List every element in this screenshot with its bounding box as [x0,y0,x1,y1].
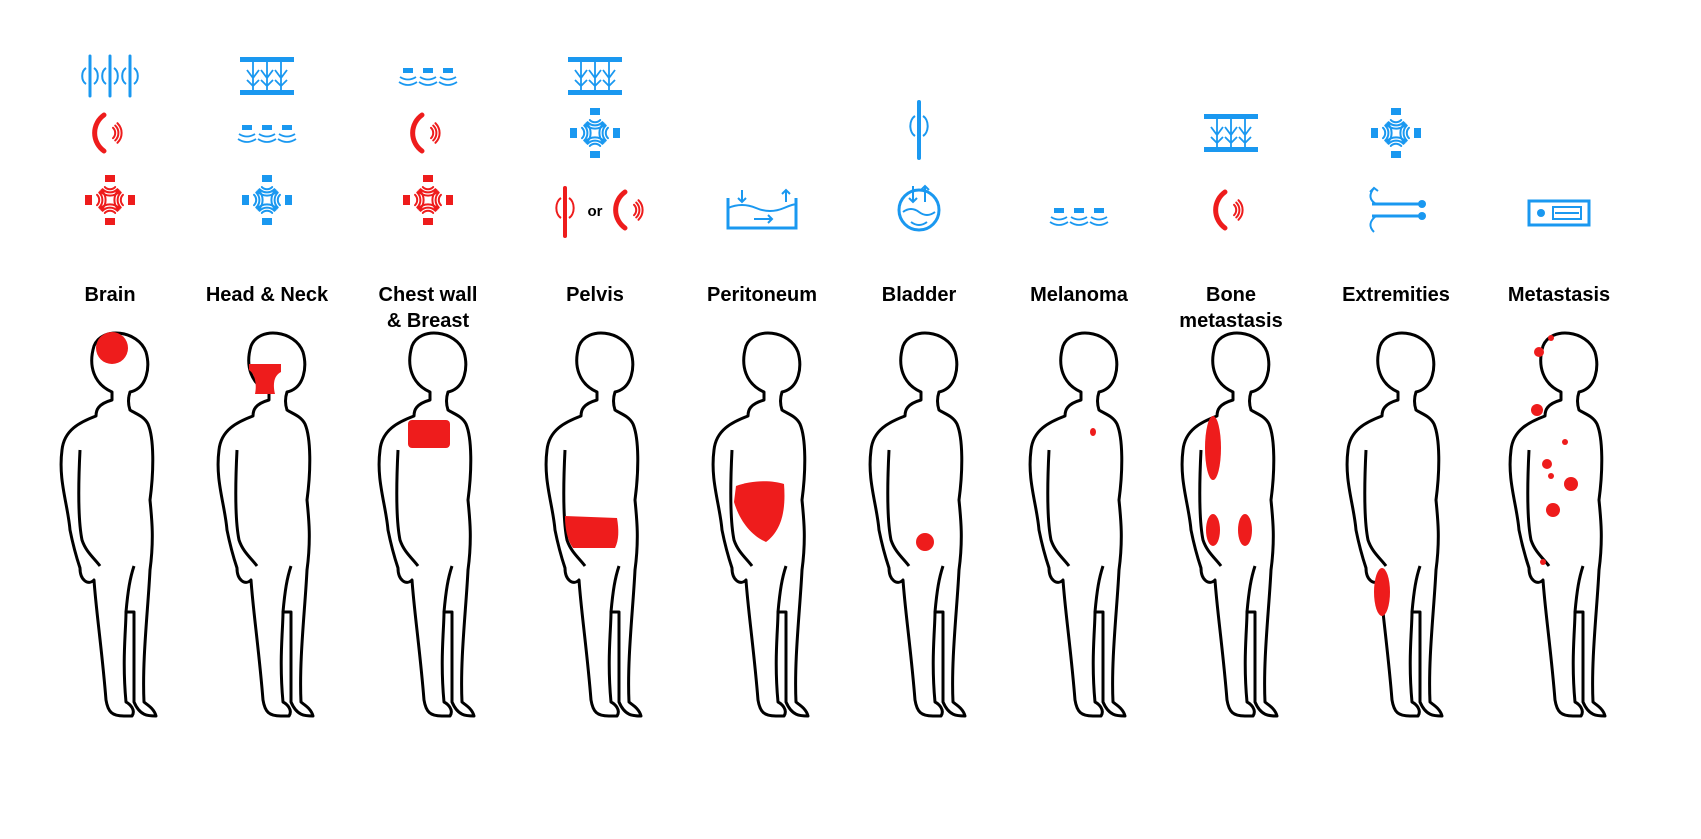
body-outline [377,331,476,718]
arm-line [1526,449,1551,567]
or-connector-text: or [588,203,603,220]
target-chest [408,420,450,448]
spiral-applicator-icon [81,54,139,98]
target-abdomen [734,481,785,542]
body-outline [1028,331,1127,718]
arm-line [1046,449,1071,567]
arm-line [562,449,587,567]
arm-line [886,449,911,567]
target-whole-body [1531,335,1578,565]
superficial-applicators-icon [1049,208,1109,226]
phased-array-icon [242,175,292,225]
leg-gap-line [609,565,621,613]
body-outline [1180,331,1279,718]
leg-gap-line [124,565,136,613]
interstitial-antenna-icon [555,186,575,238]
interstitial-or-antenna-icon: or [555,186,644,238]
label-bladder: Bladder [881,284,957,306]
label-metastasis: Metastasis [1507,284,1611,306]
body-outline [216,331,315,718]
leg-gap-line [1410,565,1422,613]
leg-gap-line [281,565,293,613]
microwave-antenna-icon [1213,189,1244,231]
body-figure-metastasis [1508,331,1607,718]
body-figure-pelvis [544,331,643,718]
recirculation-pump-icon [897,184,941,232]
body-figure-head-neck [216,331,315,718]
label-chest-wall-breast: Chest wall & Breast [378,284,478,332]
target-head [96,332,128,364]
leg-gap-line [933,565,945,613]
phased-array-icon [403,175,453,225]
target-bladder [916,533,934,551]
target-pelvis [565,516,619,548]
leg-gap-line [1093,565,1105,613]
body-outline [1345,331,1444,718]
label-melanoma: Melanoma [1030,284,1128,306]
target-leg [1374,568,1390,616]
arm-line [395,449,420,567]
leg-gap-line [1573,565,1585,613]
microwave-antenna-icon [92,112,123,154]
phased-array-icon [85,175,135,225]
waterbolus-applicator-icon [1204,114,1258,152]
leg-gap-line [442,565,454,613]
body-outline [1508,331,1607,718]
phased-array-icon [570,108,620,158]
label-extremities: Extremities [1342,284,1450,306]
body-figure-extremities [1345,331,1444,718]
target-neck [249,364,281,394]
label-pelvis: Pelvis [566,284,624,306]
arm-line [729,449,754,567]
microwave-antenna-icon [613,189,644,231]
whole-body-device-icon [1527,199,1591,227]
target-spine [1205,416,1221,480]
body-figure-bone-metastasis [1180,331,1279,718]
body-figure-brain [59,331,158,718]
arm-line [1363,449,1388,567]
leg-gap-line [776,565,788,613]
body-figure-melanoma [1028,331,1127,718]
waterbolus-applicator-icon [240,57,294,95]
arm-line [1198,449,1223,567]
perfusion-bath-icon [726,188,798,230]
label-peritoneum: Peritoneum [706,284,818,306]
arm-line [234,449,259,567]
label-head-neck: Head & Neck [205,284,329,306]
label-bone-metastasis: Bone metastasis [1179,284,1283,332]
microwave-antenna-icon [410,112,441,154]
target-hip [1206,514,1252,546]
body-outline [868,331,967,718]
body-figure-peritoneum [711,331,810,718]
leg-gap-line [1245,565,1257,613]
superficial-applicators-icon [237,125,297,143]
arm-line [77,449,102,567]
limb-perfusion-icon [1369,186,1426,233]
body-figure-chest-wall-breast [377,331,476,718]
interstitial-probe-icon [909,100,929,160]
body-outline [59,331,158,718]
target-skin [1090,428,1096,436]
phased-array-icon [1371,108,1421,158]
superficial-applicators-icon [398,68,458,86]
body-figure-bladder [868,331,967,718]
label-brain: Brain [84,284,136,306]
waterbolus-applicator-icon [568,57,622,95]
